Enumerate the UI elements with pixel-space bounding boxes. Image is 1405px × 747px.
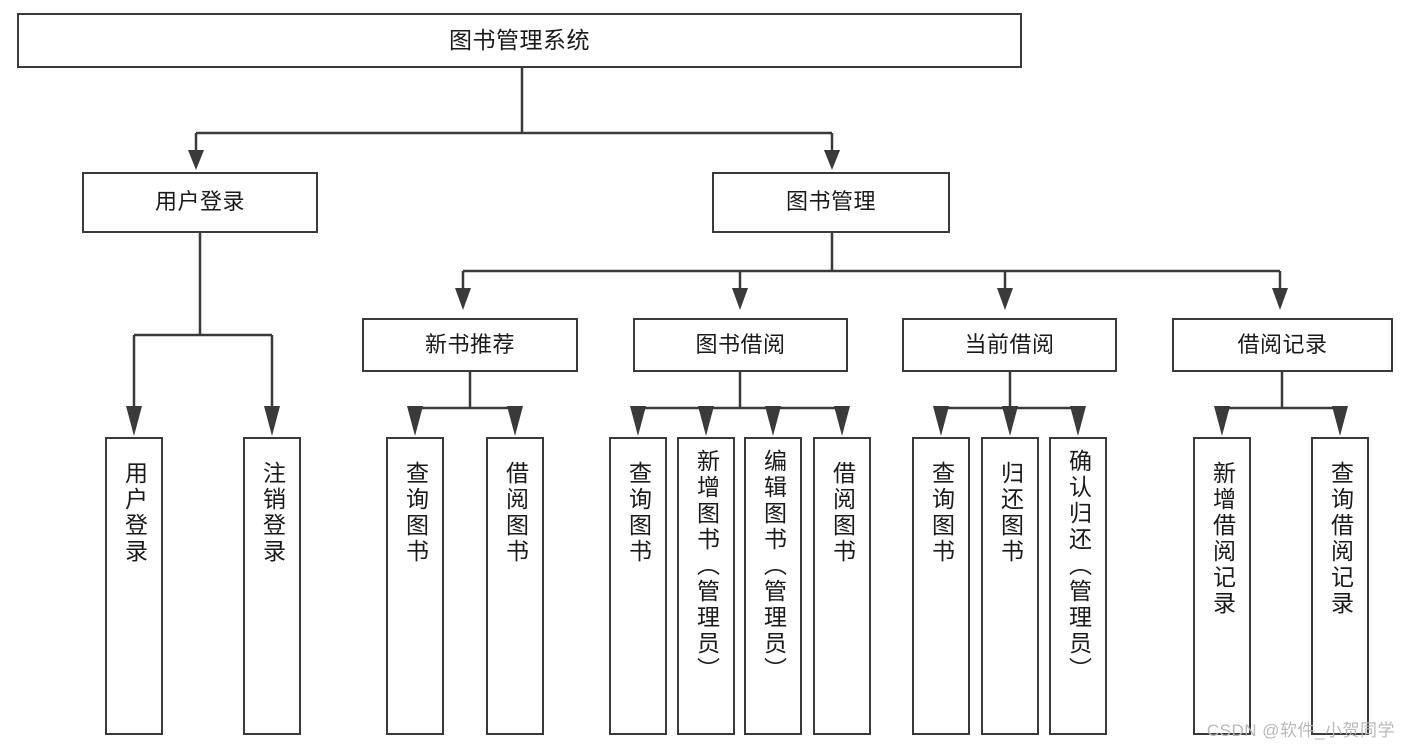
- leaf-book-borrow-query-label: 查询图书: [625, 461, 652, 565]
- arrow-book-borrow-leaf4: [834, 406, 850, 436]
- arrow-book-manage: [824, 150, 840, 170]
- leaf-book-borrow-edit[interactable]: 编辑图书（管理员）: [744, 437, 802, 735]
- arrow-book-borrow-leaf1: [630, 406, 646, 436]
- arrow-user-login: [188, 150, 204, 170]
- leaf-current-borrow-query-label: 查询图书: [928, 461, 955, 565]
- arrow-current-borrow-leaf1: [933, 406, 949, 436]
- leaf-new-book-borrow[interactable]: 借阅图书: [486, 437, 544, 735]
- leaf-book-borrow-add-label: 新增图书（管理员）: [693, 449, 720, 683]
- arrow-borrow-record-leaf1: [1214, 406, 1230, 436]
- leaf-new-book-query[interactable]: 查询图书: [386, 437, 444, 735]
- leaf-book-borrow-edit-label: 编辑图书（管理员）: [760, 449, 787, 683]
- arrow-current-borrow: [997, 288, 1013, 310]
- arrow-new-book-leaf2: [507, 406, 523, 436]
- leaf-borrow-record-query-label: 查询借阅记录: [1327, 461, 1354, 617]
- node-current-borrow-label: 当前借阅: [964, 331, 1055, 357]
- leaf-new-book-borrow-label: 借阅图书: [502, 461, 529, 565]
- leaf-book-borrow-borrow-label: 借阅图书: [829, 461, 856, 565]
- arrow-user-login-leaf1: [126, 406, 142, 436]
- node-root[interactable]: 图书管理系统: [17, 13, 1022, 68]
- leaf-current-borrow-return-label: 归还图书: [997, 461, 1024, 565]
- leaf-user-login-logout[interactable]: 注销登录: [243, 437, 301, 735]
- leaf-borrow-record-add-label: 新增借阅记录: [1209, 461, 1236, 617]
- arrow-book-borrow: [732, 288, 748, 310]
- arrow-new-book-leaf1: [407, 406, 423, 436]
- node-root-label: 图书管理系统: [449, 26, 590, 53]
- arrow-user-login-leaf2: [264, 406, 280, 436]
- node-book-manage[interactable]: 图书管理: [712, 172, 950, 233]
- leaf-book-borrow-borrow[interactable]: 借阅图书: [813, 437, 871, 735]
- node-book-borrow[interactable]: 图书借阅: [633, 318, 848, 372]
- node-borrow-record-label: 借阅记录: [1237, 331, 1328, 357]
- arrow-borrow-record-leaf2: [1332, 406, 1348, 436]
- node-new-book-recommend[interactable]: 新书推荐: [362, 318, 578, 372]
- node-borrow-record[interactable]: 借阅记录: [1172, 318, 1393, 372]
- leaf-book-borrow-add[interactable]: 新增图书（管理员）: [677, 437, 735, 735]
- leaf-user-login-logout-label: 注销登录: [259, 461, 286, 565]
- node-book-borrow-label: 图书借阅: [695, 331, 786, 357]
- leaf-new-book-query-label: 查询图书: [402, 461, 429, 565]
- node-user-login-label: 用户登录: [154, 189, 245, 215]
- arrow-current-borrow-leaf3: [1070, 406, 1086, 436]
- leaf-current-borrow-return[interactable]: 归还图书: [981, 437, 1039, 735]
- leaf-user-login-login[interactable]: 用户登录: [105, 437, 163, 735]
- leaf-current-borrow-confirm-label: 确认归还（管理员）: [1065, 449, 1092, 683]
- leaf-current-borrow-query[interactable]: 查询图书: [912, 437, 970, 735]
- arrow-borrow-record: [1272, 288, 1288, 310]
- node-user-login[interactable]: 用户登录: [82, 172, 318, 233]
- leaf-current-borrow-confirm[interactable]: 确认归还（管理员）: [1049, 437, 1107, 735]
- node-current-borrow[interactable]: 当前借阅: [902, 318, 1117, 372]
- arrow-new-book: [455, 288, 471, 310]
- node-new-book-recommend-label: 新书推荐: [424, 331, 515, 357]
- leaf-borrow-record-query[interactable]: 查询借阅记录: [1311, 437, 1369, 735]
- arrow-current-borrow-leaf2: [1002, 406, 1018, 436]
- arrow-book-borrow-leaf3: [765, 406, 781, 436]
- arrow-book-borrow-leaf2: [698, 406, 714, 436]
- leaf-book-borrow-query[interactable]: 查询图书: [609, 437, 667, 735]
- leaf-user-login-login-label: 用户登录: [121, 461, 148, 565]
- node-book-manage-label: 图书管理: [785, 189, 876, 215]
- leaf-borrow-record-add[interactable]: 新增借阅记录: [1193, 437, 1251, 735]
